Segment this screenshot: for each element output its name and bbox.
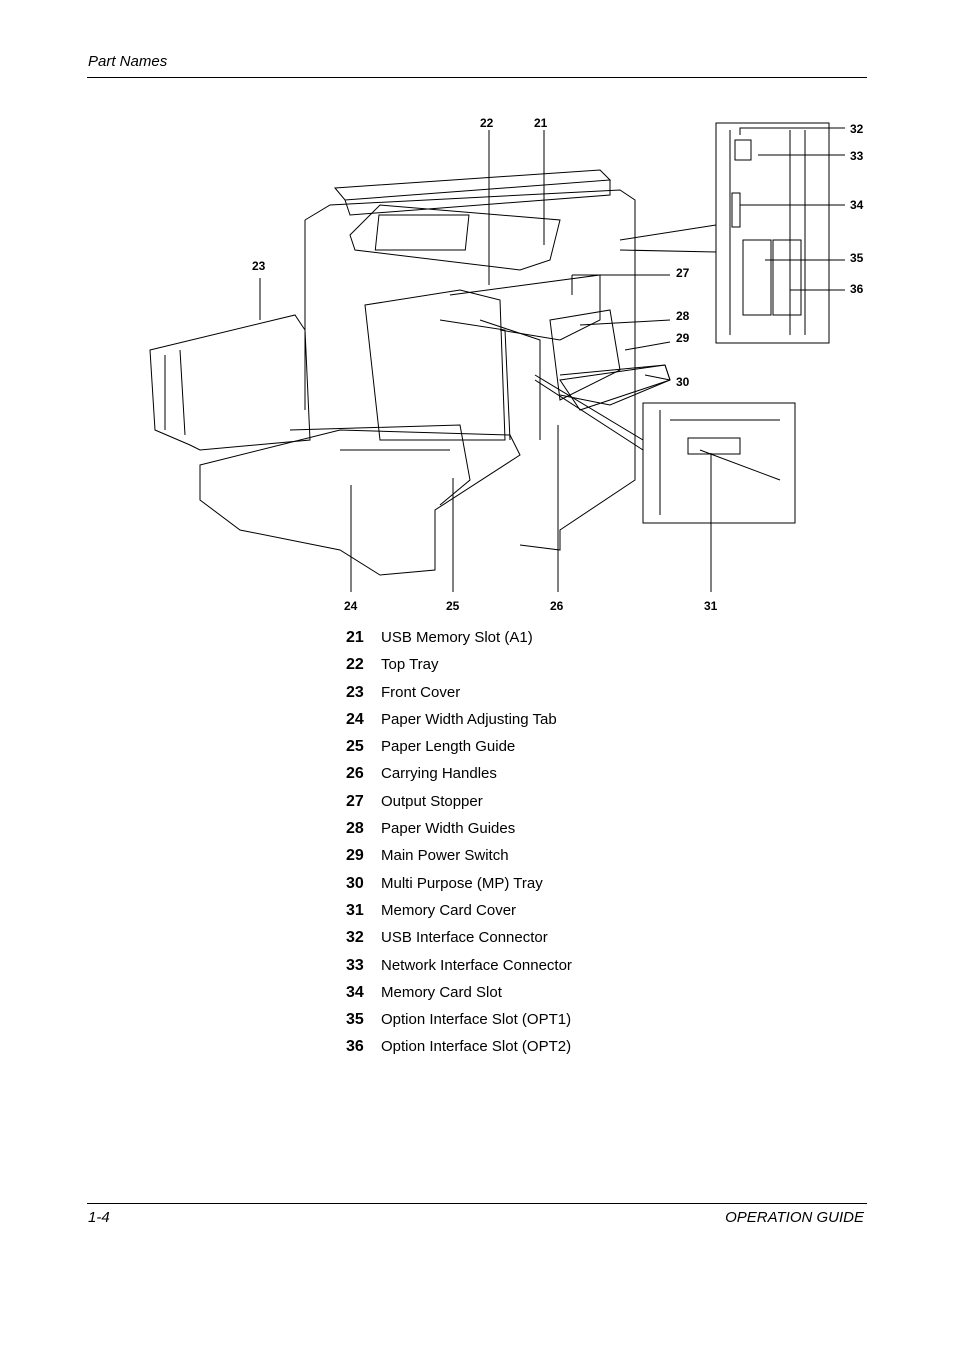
parts-legend: 21 USB Memory Slot (A1) 22 Top Tray 23 Fron… (346, 629, 572, 1066)
page-header-title: Part Names (88, 53, 168, 70)
callout-23: 23 (252, 259, 266, 273)
callout-21: 21 (534, 116, 548, 130)
footer-rule (87, 1203, 867, 1204)
legend-number: 32 (346, 929, 364, 947)
legend-number: 30 (346, 874, 364, 892)
paper-cassette (199, 429, 521, 576)
legend-number: 36 (346, 1038, 364, 1056)
legend-item: 23 Front Cover (346, 684, 572, 711)
callout-24: 24 (344, 599, 358, 613)
legend-label: Memory Card Cover (381, 901, 517, 919)
legend-label: USB Interface Connector (381, 929, 548, 947)
legend-number: 28 (346, 820, 364, 838)
legend-label: Main Power Switch (381, 847, 509, 865)
legend-label: Option Interface Slot (OPT2) (381, 1038, 572, 1056)
callout-32: 32 (850, 122, 864, 136)
legend-item: 31 Memory Card Cover (346, 902, 572, 929)
interface-detail (715, 122, 830, 344)
callout-33: 33 (850, 149, 864, 163)
callout-26: 26 (550, 599, 564, 613)
legend-label: Memory Card Slot (381, 983, 502, 1001)
printer-body (304, 189, 636, 551)
legend-label: Network Interface Connector (381, 956, 572, 974)
callout-34: 34 (850, 198, 864, 212)
legend-label: Paper Width Guides (381, 820, 516, 838)
legend-number: 34 (346, 983, 364, 1001)
callout-29: 29 (676, 331, 690, 345)
legend-label: Multi Purpose (MP) Tray (381, 874, 543, 892)
legend-item: 27 Output Stopper (346, 793, 572, 820)
legend-number: 33 (346, 956, 364, 974)
callout-28: 28 (676, 309, 690, 323)
header-rule (87, 77, 867, 78)
legend-label: Paper Width Adjusting Tab (381, 710, 557, 728)
legend-number: 24 (346, 710, 364, 728)
callout-30: 30 (676, 375, 690, 389)
legend-number: 25 (346, 738, 364, 756)
legend-item: 36 Option Interface Slot (OPT2) (346, 1038, 572, 1065)
legend-item: 34 Memory Card Slot (346, 984, 572, 1011)
callout-22: 22 (480, 116, 494, 130)
legend-item: 21 USB Memory Slot (A1) (346, 629, 572, 656)
printer-diagram: 22 21 32 33 34 35 36 23 27 28 29 30 24 2… (149, 116, 864, 613)
callout-27: 27 (676, 266, 690, 280)
memory-card-detail (642, 402, 796, 524)
legend-item: 25 Paper Length Guide (346, 738, 572, 765)
legend-item: 29 Main Power Switch (346, 847, 572, 874)
legend-item: 28 Paper Width Guides (346, 820, 572, 847)
legend-item: 26 Carrying Handles (346, 765, 572, 792)
legend-number: 23 (346, 683, 364, 701)
legend-item: 30 Multi Purpose (MP) Tray (346, 875, 572, 902)
legend-number: 35 (346, 1011, 364, 1029)
legend-item: 22 Top Tray (346, 656, 572, 683)
front-cover (149, 314, 311, 451)
legend-number: 29 (346, 847, 364, 865)
legend-item: 32 USB Interface Connector (346, 929, 572, 956)
callout-35: 35 (850, 251, 864, 265)
legend-item: 35 Option Interface Slot (OPT1) (346, 1011, 572, 1038)
operation-panel (349, 204, 561, 271)
footer-page-number: 1-4 (88, 1209, 110, 1226)
legend-label: Front Cover (381, 683, 461, 701)
legend-number: 31 (346, 901, 364, 919)
legend-number: 21 (346, 629, 364, 646)
footer-guide-title: OPERATION GUIDE (725, 1209, 864, 1226)
legend-label: Output Stopper (381, 792, 483, 810)
legend-label: Paper Length Guide (381, 738, 516, 756)
legend-label: Option Interface Slot (OPT1) (381, 1011, 572, 1029)
platen-cover (333, 169, 612, 201)
legend-number: 22 (346, 656, 364, 674)
legend-label: Top Tray (381, 656, 439, 674)
legend-item: 24 Paper Width Adjusting Tab (346, 711, 572, 738)
legend-item: 33 Network Interface Connector (346, 957, 572, 984)
callout-25: 25 (446, 599, 460, 613)
legend-label: Carrying Handles (381, 765, 497, 783)
legend-number: 26 (346, 765, 364, 783)
callout-36: 36 (850, 282, 864, 296)
legend-label: USB Memory Slot (A1) (381, 629, 533, 646)
callout-31: 31 (704, 599, 718, 613)
legend-number: 27 (346, 792, 364, 810)
